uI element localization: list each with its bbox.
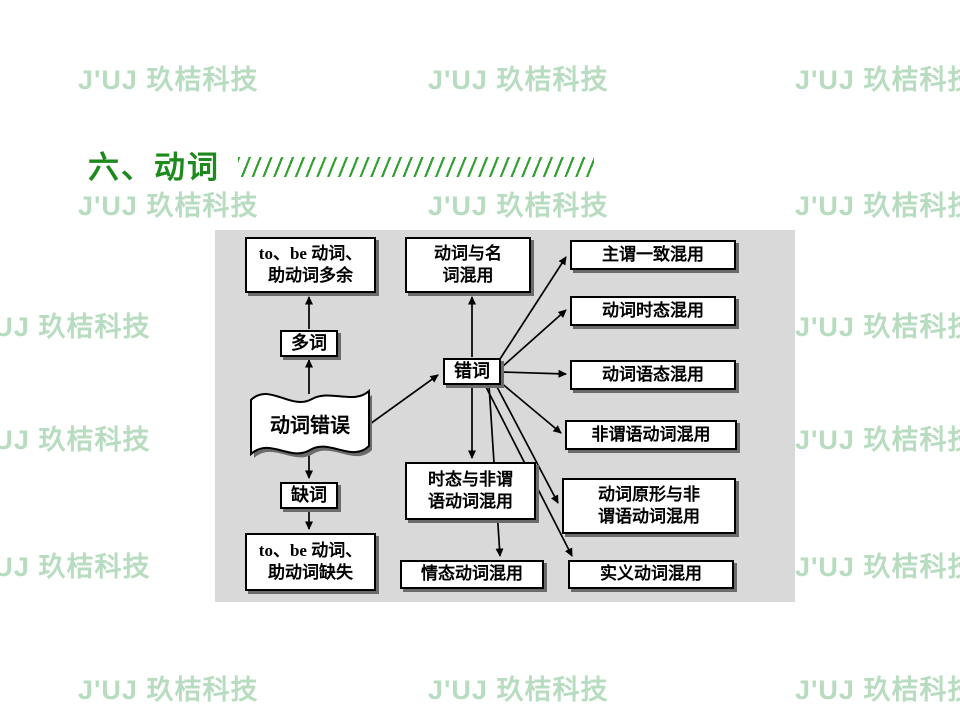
node-nonfinite-verb-confusion: 非谓语动词混用 — [565, 420, 737, 450]
watermark-text: J'UJ 玖桔科技 — [428, 65, 609, 95]
node-verb-voice-confusion: 动词语态混用 — [570, 360, 736, 390]
watermark-text: J'UJ 玖桔科技 — [78, 675, 259, 705]
watermark-text: J'UJ 玖桔科技 — [0, 425, 151, 455]
node-root-verb-errors: 动词错误 — [270, 414, 350, 437]
watermark-text: J'UJ 玖桔科技 — [795, 312, 960, 342]
watermark-text: J'UJ 玖桔科技 — [0, 312, 151, 342]
page-title: 六、动词 — [88, 150, 220, 185]
root-flag-shape — [250, 388, 372, 458]
node-verb-tense-confusion: 动词时态混用 — [570, 296, 736, 326]
watermark-text: J'UJ 玖桔科技 — [428, 191, 609, 221]
watermark-text: J'UJ 玖桔科技 — [795, 65, 960, 95]
node-verb-noun-confusion: 动词与名 词混用 — [405, 237, 531, 293]
node-extra-word: 多词 — [280, 330, 338, 357]
node-wrong-word: 错词 — [443, 358, 501, 385]
title-hatch-decoration — [238, 157, 594, 177]
node-tobe-auxiliary-extra: to、be 动词、 助动词多余 — [245, 237, 376, 293]
watermark-text: J'UJ 玖桔科技 — [0, 552, 151, 582]
watermark-text: J'UJ 玖桔科技 — [795, 191, 960, 221]
node-missing-word: 缺词 — [280, 482, 338, 509]
watermark-text: J'UJ 玖桔科技 — [428, 675, 609, 705]
node-base-form-nonfinite-confusion: 动词原形与非 谓语动词混用 — [562, 478, 736, 534]
watermark-text: J'UJ 玖桔科技 — [795, 552, 960, 582]
watermark-text: J'UJ 玖桔科技 — [78, 65, 259, 95]
node-notional-verb-confusion: 实义动词混用 — [568, 560, 734, 589]
node-subject-verb-agreement: 主谓一致混用 — [570, 240, 736, 270]
node-modal-verb-confusion: 情态动词混用 — [400, 560, 544, 589]
node-tense-nonfinite-confusion: 时态与非谓 语动词混用 — [405, 462, 536, 520]
watermark-text: J'UJ 玖桔科技 — [78, 191, 259, 221]
node-tobe-auxiliary-missing: to、be 动词、 助动词缺失 — [245, 533, 376, 591]
diagram-panel: to、be 动词、 助动词多余 动词与名 词混用 主谓一致混用 动词时态混用 多… — [215, 230, 795, 602]
watermark-text: J'UJ 玖桔科技 — [795, 425, 960, 455]
watermark-text: J'UJ 玖桔科技 — [795, 675, 960, 705]
diagram-connectors — [250, 256, 573, 557]
